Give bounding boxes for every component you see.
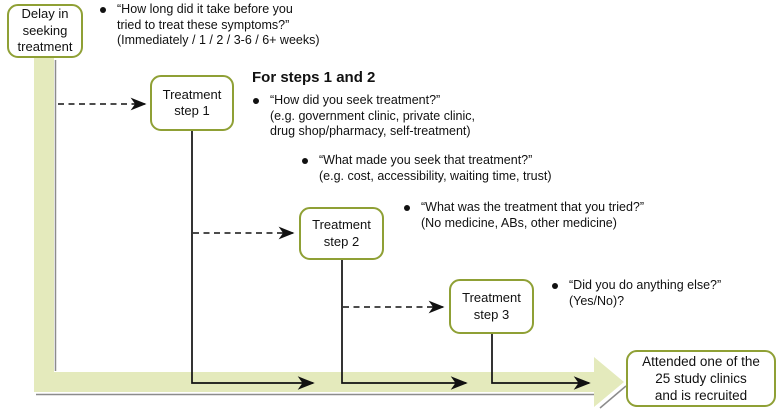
bullet-icon [100,6,106,13]
bullet-how-seek-question: “How did you seek treatment?” (e.g. gove… [253,93,475,140]
bullet-text: “What made you seek that treatment?” (e.… [319,153,552,183]
heading-for-steps-1-and-2: For steps 1 and 2 [252,69,376,86]
bullet-icon [302,157,308,164]
bullet-icon [253,97,259,104]
node-delay-in-seeking-treatment: Delay in seeking treatment [7,4,83,58]
arrowhead-shadow [599,385,627,409]
bullet-text: “What was the treatment that you tried?”… [421,200,645,230]
bullet-what-treatment-question: “What was the treatment that you tried?”… [404,200,644,231]
connector-step2 [341,260,468,390]
node-treatment-step-2: Treatment step 2 [299,207,384,260]
bullet-text: “How did you seek treatment?” (e.g. gove… [270,93,475,138]
bullet-icon [552,282,558,289]
bullet-text: “Did you do anything else?” (Yes/No)? [569,278,722,308]
bullet-icon [404,204,410,211]
connector-step1 [191,131,315,390]
node-recruited: Attended one of the 25 study clinics and… [626,350,776,407]
connector-step3 [491,334,591,390]
node-treatment-step-1: Treatment step 1 [150,75,234,131]
bullet-why-seek-question: “What made you seek that treatment?” (e.… [302,153,551,184]
node-treatment-step-3: Treatment step 3 [449,279,534,334]
bullet-text: “How long did it take before you tried t… [117,2,320,47]
bullet-anything-else-question: “Did you do anything else?” (Yes/No)? [552,278,721,309]
bullet-delay-duration-question: “How long did it take before you tried t… [100,2,320,49]
